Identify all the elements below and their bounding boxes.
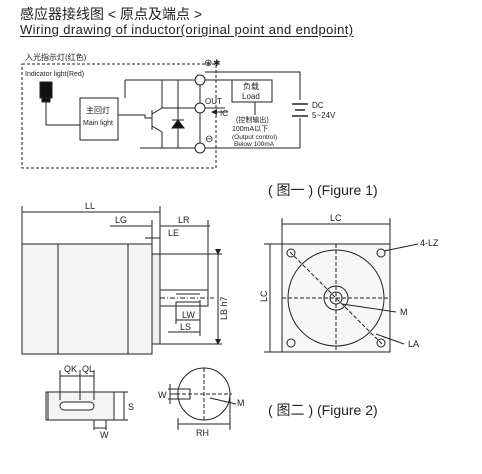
dim-ls: LS <box>180 322 191 332</box>
dim-m2: M <box>237 398 245 408</box>
dim-lg: LG <box>115 215 127 225</box>
minus-terminal: ⊖ <box>205 134 213 145</box>
side-view-labels: LL LG LR LE LB h7 LW LS <box>85 201 229 332</box>
dim-le: LE <box>168 228 179 238</box>
dc-voltage: 5~24V <box>312 111 336 120</box>
dim-m: M <box>400 307 408 317</box>
title-english: Wiring drawing of inductor(original poin… <box>20 22 354 37</box>
indicator-label-cn: 入光指示灯(红色) <box>25 52 87 62</box>
dim-lc-side: LC <box>259 290 269 302</box>
plus-terminal: ⊕ <box>204 58 212 69</box>
dim-ll: LL <box>85 201 95 211</box>
out-label: OUT <box>205 97 222 106</box>
star-mark: ✱ <box>213 58 221 68</box>
dim-la: LA <box>408 339 419 349</box>
load-label-en: Load <box>242 92 260 101</box>
motor-side-view <box>21 206 222 355</box>
title-chinese: 感应器接线图 < 原点及端点 > <box>20 6 203 22</box>
main-light-en: Main light <box>83 120 113 127</box>
control-label-cn: (控制输出) <box>236 115 269 124</box>
wiring-diagram <box>21 63 308 169</box>
mount-hole <box>376 248 386 258</box>
indicator-label-en: Indicator light(Red) <box>25 71 84 78</box>
motor-body <box>21 243 153 355</box>
dim-w2: W <box>158 390 167 400</box>
main-light-cn: 主回灯 <box>86 105 110 115</box>
indicator-led <box>39 81 53 99</box>
keyway-end-view <box>168 367 237 430</box>
dim-lz: 4-LZ <box>420 238 439 248</box>
dim-lw: LW <box>182 310 195 320</box>
dim-ql: QL <box>82 364 94 374</box>
load-label-cn: 负载 <box>243 81 259 91</box>
dim-lr: LR <box>178 215 190 225</box>
sensor-enclosure <box>21 63 217 169</box>
load-box <box>231 79 273 103</box>
keyway-end-labels: W M RH <box>158 390 245 438</box>
figure-1-caption: ( 图一 ) (Figure 1) <box>268 182 378 198</box>
main-light-box <box>79 97 119 141</box>
dim-lc-top: LC <box>330 213 342 223</box>
control-label-en: (Output control) <box>232 134 277 141</box>
dc-label: DC <box>312 101 324 110</box>
ic-label: IC <box>220 109 228 118</box>
dim-w: W <box>100 430 109 440</box>
motor-front-view <box>264 218 419 353</box>
dim-s: S <box>128 402 134 412</box>
keyway-side-labels: QK QL S W <box>64 364 134 440</box>
mount-hole <box>286 248 296 258</box>
current-label-en: Below 100mA <box>234 141 275 148</box>
dim-rh: RH <box>196 428 209 438</box>
keyway-side-view <box>45 370 128 430</box>
wiring-labels: 入光指示灯(红色) Indicator light(Red) 主回灯 Main … <box>25 52 336 148</box>
current-label-cn: 100mA以下 <box>232 125 268 133</box>
dim-lb: LB h7 <box>219 296 229 320</box>
mount-hole <box>376 338 386 348</box>
mount-hole <box>286 338 296 348</box>
figure-2-caption: ( 图二 ) (Figure 2) <box>268 402 378 418</box>
front-view-labels: LC LC 4-LZ M LA <box>259 213 439 349</box>
dim-qk: QK <box>64 364 77 374</box>
